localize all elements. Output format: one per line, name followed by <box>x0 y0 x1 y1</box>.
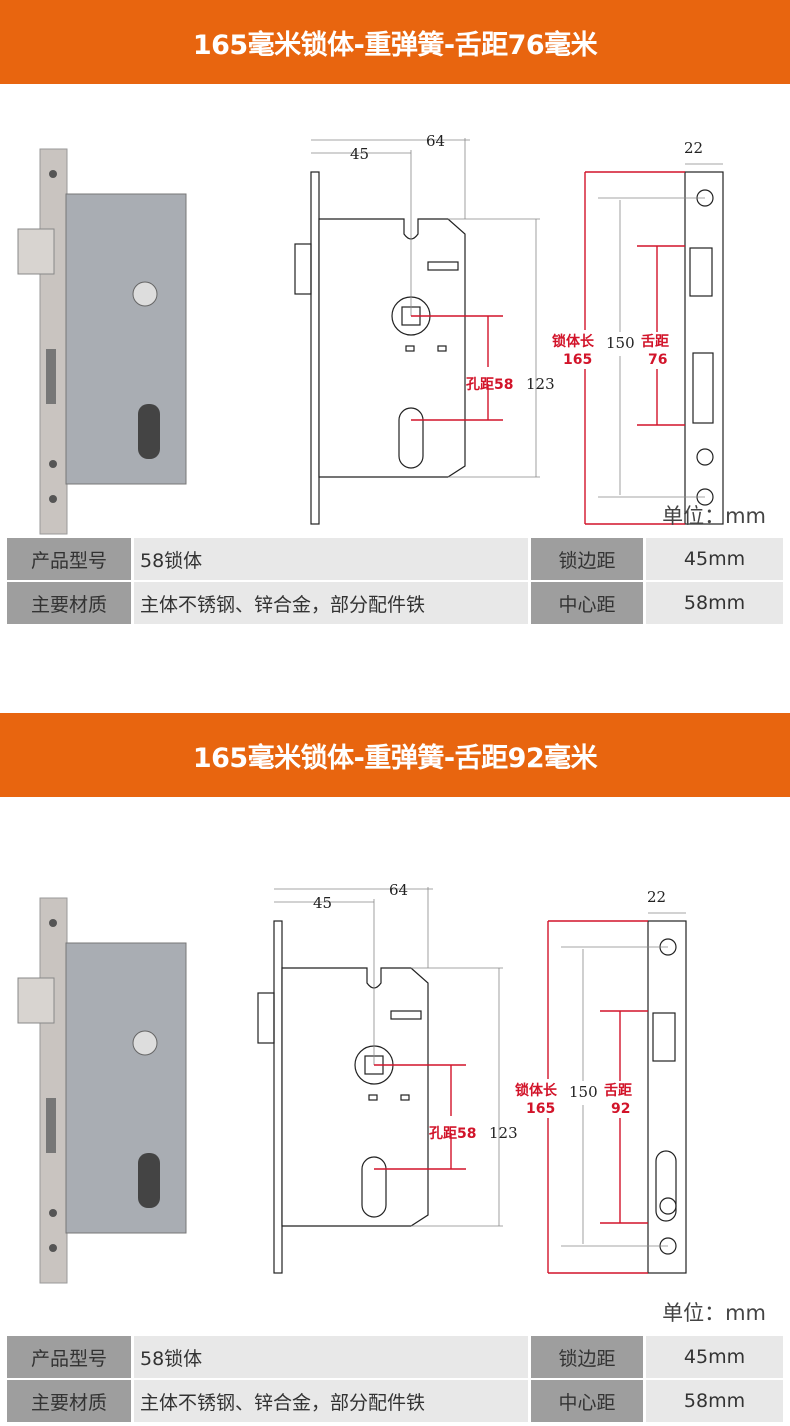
dim-64-label: 64 <box>389 881 408 899</box>
spec-label: 主要材质 <box>7 1380 131 1422</box>
spec-row: 主要材质 主体不锈钢、锌合金，部分配件铁 中心距 58mm <box>7 582 783 624</box>
body-length-value: 165 <box>563 352 592 368</box>
spec-label: 产品型号 <box>7 1336 131 1378</box>
spec-value: 主体不锈钢、锌合金，部分配件铁 <box>134 582 528 624</box>
tongue-distance-value: 76 <box>648 352 667 368</box>
tongue-distance-value: 92 <box>611 1101 630 1117</box>
spec-label-2: 中心距 <box>531 1380 643 1422</box>
section-title: 165毫米锁体-重弹簧-舌距92毫米 <box>0 713 790 797</box>
hole-distance-label: 孔距58 <box>429 1126 476 1142</box>
dimension-drawing: 64 45 123 22 150 孔距58 锁体长 165 舌距 92 <box>0 797 790 1304</box>
dim-22-label: 22 <box>684 139 703 157</box>
faceplate-side <box>647 920 687 1274</box>
dim-123-label: 123 <box>489 1124 518 1142</box>
unit-label: 单位：mm <box>662 504 766 528</box>
lock-diagram: 64 45 123 22 150 孔距58 锁体长 165 舌距 92 <box>17 859 753 1304</box>
spec-label-2: 锁边距 <box>531 538 643 580</box>
lock-photo <box>17 148 187 535</box>
spec-value-2: 58mm <box>646 1380 783 1422</box>
spec-value: 58锁体 <box>134 538 528 580</box>
section-title: 165毫米锁体-重弹簧-舌距76毫米 <box>0 0 790 84</box>
spec-value: 主体不锈钢、锌合金，部分配件铁 <box>134 1380 528 1422</box>
product-section: 165毫米锁体-重弹簧-舌距92毫米 64 45 123 22 150 孔距58 锁体长 1… <box>0 713 790 1426</box>
dim-64-label: 64 <box>426 132 445 150</box>
body-length-value: 165 <box>526 1101 555 1117</box>
spec-label: 主要材质 <box>7 582 131 624</box>
tongue-distance-label: 舌距 <box>641 333 669 350</box>
dimension-drawing: 64 45 123 22 150 孔距58 锁体长 165 舌距 76 <box>0 84 790 584</box>
dim-22-label: 22 <box>647 888 666 906</box>
dim-45-label: 45 <box>350 145 369 163</box>
faceplate-front <box>310 171 320 525</box>
spec-value-2: 58mm <box>646 582 783 624</box>
body-length-label: 锁体长 <box>515 1082 558 1099</box>
dim-150-label: 150 <box>606 334 635 352</box>
tongue-distance-label: 舌距 <box>604 1082 632 1099</box>
body-length-label: 锁体长 <box>552 333 595 350</box>
spec-row: 主要材质 主体不锈钢、锌合金，部分配件铁 中心距 58mm <box>7 1380 783 1422</box>
faceplate-front <box>273 920 283 1274</box>
dim-150-label: 150 <box>569 1083 598 1101</box>
dim-45-label: 45 <box>313 894 332 912</box>
spec-value: 58锁体 <box>134 1336 528 1378</box>
faceplate-side <box>684 171 724 525</box>
lock-body-outline <box>318 218 466 478</box>
lock-photo <box>17 897 187 1284</box>
spec-value-2: 45mm <box>646 1336 783 1378</box>
spec-row: 产品型号 58锁体 锁边距 45mm <box>7 538 783 580</box>
spec-table: 产品型号 58锁体 锁边距 45mm 主要材质 主体不锈钢、锌合金，部分配件铁 … <box>7 1336 783 1424</box>
spec-label: 产品型号 <box>7 538 131 580</box>
product-section: 165毫米锁体-重弹簧-舌距76毫米 64 45 123 22 150 孔距58 锁体长 1… <box>0 0 790 626</box>
dim-123-label: 123 <box>526 375 555 393</box>
unit-label: 单位：mm <box>662 1301 766 1325</box>
spec-label-2: 锁边距 <box>531 1336 643 1378</box>
lock-body-outline <box>281 967 429 1227</box>
spec-row: 产品型号 58锁体 锁边距 45mm <box>7 1336 783 1378</box>
spec-label-2: 中心距 <box>531 582 643 624</box>
lock-diagram: 64 45 123 22 150 孔距58 锁体长 165 舌距 76 <box>17 110 790 555</box>
hole-distance-label: 孔距58 <box>466 377 513 393</box>
spec-table: 产品型号 58锁体 锁边距 45mm 主要材质 主体不锈钢、锌合金，部分配件铁 … <box>7 538 783 626</box>
spec-value-2: 45mm <box>646 538 783 580</box>
